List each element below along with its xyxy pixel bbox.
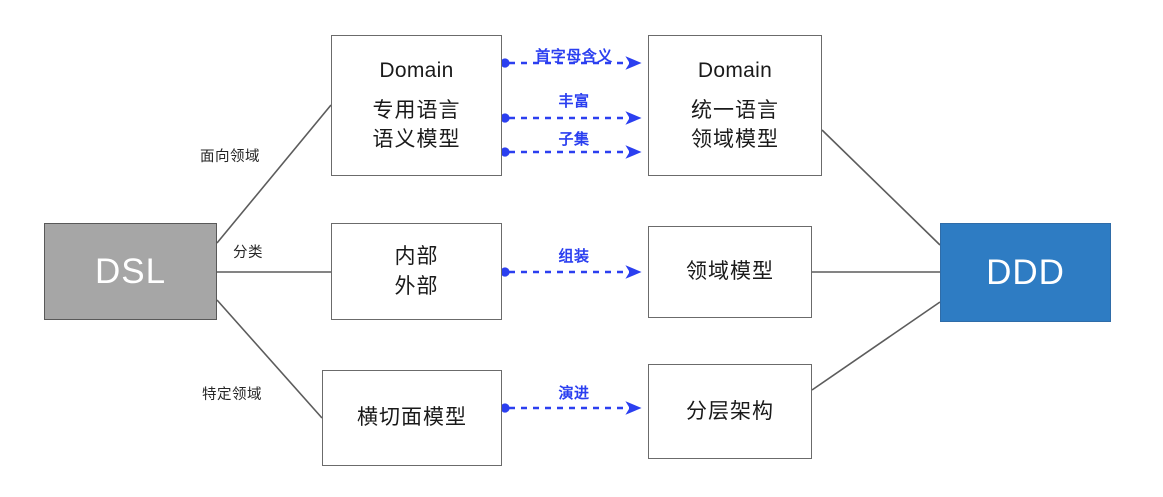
node-ddd-label: DDD xyxy=(986,252,1065,292)
branch-label-top: 面向领域 xyxy=(200,149,260,165)
node-ddd-domain-line-1: Domain xyxy=(697,58,773,82)
branch-label-middle: 分类 xyxy=(233,245,263,261)
node-dsl-domain[interactable]: Domain 专用语言 语义模型 xyxy=(331,35,502,176)
edge-ddd-domain-to-ddd xyxy=(821,129,941,246)
node-ddd-domain[interactable]: Domain 统一语言 领域模型 xyxy=(648,35,822,176)
node-dsl-scope-line-2: 外部 xyxy=(394,274,439,298)
node-dsl-domain-line-2: 专用语言 xyxy=(372,98,461,122)
node-ddd-layers-line-1: 分层架构 xyxy=(686,399,774,423)
relation-label-assemble: 组装 xyxy=(558,248,590,265)
node-dsl-crosscut-line-1: 横切面模型 xyxy=(357,406,467,430)
relation-label-evolve: 演进 xyxy=(558,385,590,402)
node-dsl-label: DSL xyxy=(94,251,167,291)
edge-dsl-to-dsl-domain xyxy=(216,104,332,244)
node-ddd[interactable]: DDD xyxy=(940,223,1111,322)
edge-ddd-layers-to-ddd xyxy=(811,301,941,391)
node-dsl[interactable]: DSL xyxy=(44,223,217,320)
node-ddd-domain-line-3: 领域模型 xyxy=(691,128,779,152)
node-ddd-domain-line-2: 统一语言 xyxy=(691,98,779,122)
node-dsl-scope-line-1: 内部 xyxy=(394,244,439,268)
relation-label-subset: 子集 xyxy=(558,131,590,148)
node-dsl-domain-line-1: Domain xyxy=(379,58,454,82)
node-ddd-model-line-1: 领域模型 xyxy=(686,260,774,284)
relation-label-rich: 丰富 xyxy=(558,93,590,110)
node-ddd-layers[interactable]: 分层架构 xyxy=(648,364,812,459)
branch-label-bottom: 特定领域 xyxy=(202,387,262,403)
node-dsl-domain-line-3: 语义模型 xyxy=(372,128,461,152)
relation-label-acronym: 首字母含义 xyxy=(535,48,613,65)
node-dsl-scope[interactable]: 内部 外部 xyxy=(331,223,502,320)
node-ddd-model[interactable]: 领域模型 xyxy=(648,226,812,318)
node-dsl-crosscut[interactable]: 横切面模型 xyxy=(322,370,502,466)
